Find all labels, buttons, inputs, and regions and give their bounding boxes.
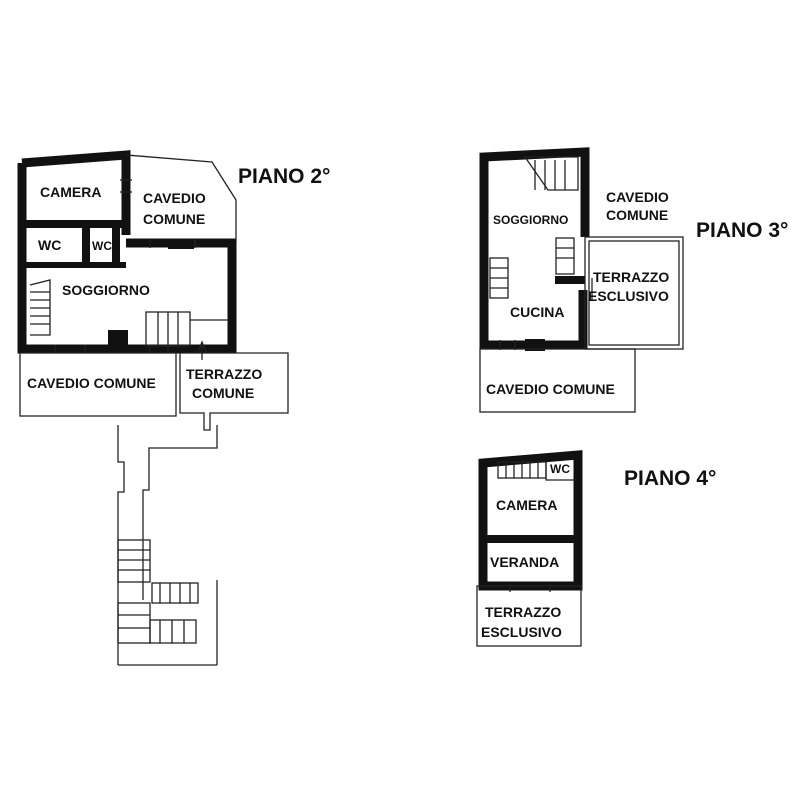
piano-3-cucina-label: CUCINA: [510, 304, 564, 320]
floor-plan-piano-4: PIANO 4° WC CAMERA VERANDA TERRAZZO ESCL…: [476, 450, 716, 647]
piano-2-camera-label: CAMERA: [40, 184, 101, 200]
piano-2-cavedio-bottom-label: CAVEDIO COMUNE: [27, 375, 156, 391]
piano-2-wc-left-label: WC: [38, 237, 61, 253]
floor-plan-piano-3: PIANO 3° CAVEDIO COMUNE SOGGIORNO TERRAZ…: [479, 147, 788, 413]
piano-4-title: PIANO 4°: [624, 467, 716, 490]
piano-4-terrazzo-label-line1: TERRAZZO: [485, 604, 561, 620]
piano-2-terrazzo-label-line2: COMUNE: [192, 385, 254, 401]
piano-2-terrazzo-label-line1: TERRAZZO: [186, 366, 262, 382]
floor-plan-piano-2: PIANO 2° CAMERA CAVEDIO COMUNE WC WC SOG…: [17, 150, 330, 666]
piano-3-terrazzo-label-line2: ESCLUSIVO: [588, 288, 669, 304]
piano-2-cavedio-top-label-line2: COMUNE: [143, 211, 205, 227]
piano-4-veranda-label: VERANDA: [490, 554, 559, 570]
piano-3-cavedio-top-label-line1: CAVEDIO: [606, 189, 669, 205]
piano-4-wc-label: WC: [550, 462, 570, 476]
piano-2-cavedio-top-label-line1: CAVEDIO: [143, 190, 206, 206]
piano-3-cavedio-bottom-label: CAVEDIO COMUNE: [486, 381, 615, 397]
piano-2-wc-right-label: WC: [92, 239, 112, 253]
piano-3-title: PIANO 3°: [696, 219, 788, 242]
piano-2-soggiorno-label: SOGGIORNO: [62, 282, 150, 298]
piano-3-cavedio-top-label-line2: COMUNE: [606, 207, 668, 223]
piano-3-soggiorno-label: SOGGIORNO: [493, 213, 568, 227]
piano-2-title: PIANO 2°: [238, 165, 330, 188]
piano-3-terrazzo-label-line1: TERRAZZO: [593, 269, 669, 285]
piano-4-terrazzo-label-line2: ESCLUSIVO: [481, 624, 562, 640]
piano-4-camera-label: CAMERA: [496, 497, 557, 513]
